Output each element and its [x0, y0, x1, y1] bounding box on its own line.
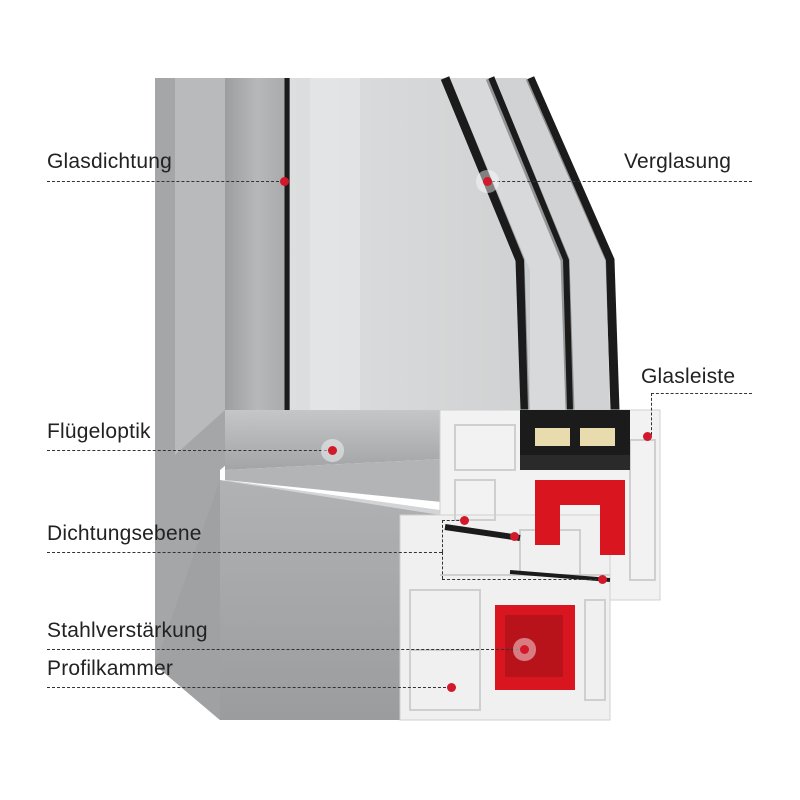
- callout-label-verglasung: Verglasung: [624, 150, 732, 173]
- callout-marker-dichtungsebene-1: [459, 515, 469, 525]
- callout-line-stahlverstaerkung: [47, 649, 524, 650]
- spacer-desiccant-1: [535, 428, 570, 446]
- steel-reinforcement-sash: [535, 480, 625, 555]
- callout-label-stahlverstaerkung: Stahlverstärkung: [47, 619, 208, 642]
- callout-marker-stahlverstaerkung: [519, 644, 529, 654]
- callout-line-dichtungsebene-top: [442, 520, 464, 521]
- callout-line-glasleiste: [651, 393, 752, 394]
- callout-marker-glasdichtung: [279, 176, 289, 186]
- frame-front-face: [220, 480, 440, 720]
- glass-pane-3: [525, 76, 620, 411]
- callout-vline-dichtungsebene-1: [442, 520, 443, 552]
- callout-label-dichtungsebene: Dichtungsebene: [47, 522, 202, 545]
- spacer-desiccant-2: [580, 428, 615, 446]
- callout-marker-glasleiste: [642, 431, 652, 441]
- callout-label-glasleiste: Glasleiste: [641, 365, 736, 388]
- frame-bevel: [175, 78, 225, 455]
- callout-marker-verglasung: [482, 176, 492, 186]
- steel-reinforcement-frame-inner: [505, 615, 563, 677]
- callout-line-dichtungsebene-bottom: [442, 579, 602, 580]
- glass-fill-2: [495, 78, 610, 410]
- callout-marker-fluegeloptik: [327, 445, 337, 455]
- callout-vline-glasleiste: [651, 393, 652, 435]
- glass-pane-2: [485, 76, 575, 411]
- callout-line-fluegeloptik: [47, 450, 332, 451]
- callout-line-profilkammer: [47, 687, 451, 688]
- callout-label-profilkammer: Profilkammer: [47, 657, 174, 680]
- frame-gasket-line: [509, 570, 611, 582]
- callout-label-fluegeloptik: Flügeloptik: [47, 420, 151, 443]
- glass-pane-1: [440, 76, 530, 411]
- glass-light-strip: [310, 78, 360, 410]
- sash-vertical-face: [225, 78, 290, 410]
- glazing-bead-seal: [520, 455, 630, 470]
- glass-fill-1: [450, 78, 567, 410]
- callout-marker-dichtungsebene-3: [597, 574, 607, 584]
- callout-label-glasdichtung: Glasdichtung: [47, 150, 172, 173]
- callout-vline-dichtungsebene-2: [442, 552, 443, 579]
- callout-marker-profilkammer: [446, 682, 456, 692]
- callout-line-dichtungsebene: [47, 552, 442, 553]
- callout-line-verglasung: [487, 181, 752, 182]
- callout-line-glasdichtung: [47, 181, 284, 182]
- sash-gasket-line: [444, 524, 521, 541]
- callout-marker-dichtungsebene-2: [509, 531, 519, 541]
- frame-lower-slope: [155, 480, 220, 720]
